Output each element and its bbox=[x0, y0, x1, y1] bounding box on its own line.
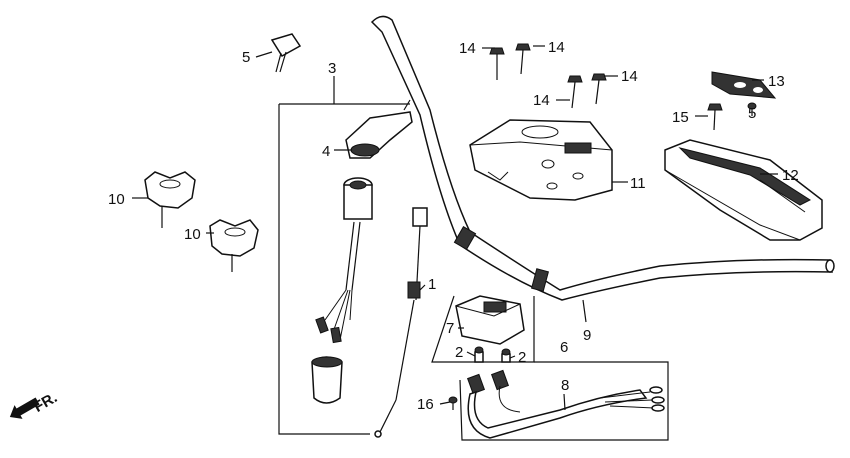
label-part-16: 16 bbox=[417, 396, 434, 413]
label-part-14a: 14 bbox=[459, 40, 476, 57]
label-part-10b: 10 bbox=[184, 226, 201, 243]
label-part-6: 6 bbox=[560, 339, 568, 356]
label-part-2a: 2 bbox=[455, 344, 463, 361]
label-part-14c: 14 bbox=[533, 92, 550, 109]
bolts bbox=[489, 43, 757, 131]
label-part-7: 7 bbox=[446, 320, 454, 337]
screw-16 bbox=[448, 396, 458, 410]
label-part-3: 3 bbox=[328, 60, 336, 77]
label-part-14b: 14 bbox=[548, 39, 565, 56]
ignition-key bbox=[270, 33, 302, 73]
switch-boot bbox=[311, 356, 343, 404]
screw-5b bbox=[747, 102, 757, 116]
leader-lines bbox=[132, 45, 778, 411]
label-part-5a: 5 bbox=[242, 49, 250, 66]
indicator-unit bbox=[455, 295, 525, 345]
front-direction-indicator: FR. bbox=[9, 389, 60, 419]
part-labels: 1 2 2 3 4 5 5 6 7 8 9 10 10 11 12 13 14 … bbox=[108, 39, 799, 413]
ignition-switch bbox=[315, 177, 373, 344]
handlebar-cover bbox=[664, 139, 823, 241]
label-part-12: 12 bbox=[782, 167, 799, 184]
label-part-14d: 14 bbox=[621, 68, 638, 85]
meter-cover bbox=[469, 119, 613, 201]
ignition-switch-group bbox=[278, 76, 410, 435]
bulbs bbox=[474, 346, 511, 363]
label-part-15: 15 bbox=[672, 109, 689, 126]
emblem-plate bbox=[711, 71, 777, 99]
label-part-5b: 5 bbox=[748, 105, 756, 122]
label-part-13: 13 bbox=[768, 73, 785, 90]
label-part-10a: 10 bbox=[108, 191, 125, 208]
label-part-11: 11 bbox=[630, 175, 646, 192]
bolt-14b bbox=[515, 43, 531, 75]
wire-harness bbox=[466, 369, 665, 439]
front-direction-label: FR. bbox=[31, 389, 60, 416]
label-part-1: 1 bbox=[428, 276, 436, 293]
handlebar-holder-upper bbox=[144, 171, 196, 228]
label-part-8: 8 bbox=[561, 377, 569, 394]
handlebar bbox=[370, 15, 835, 301]
switch-bracket bbox=[345, 99, 413, 159]
label-part-9: 9 bbox=[583, 327, 591, 344]
bolt-14c bbox=[567, 75, 583, 109]
choke-cable bbox=[374, 207, 428, 438]
bolt-14a bbox=[489, 47, 505, 80]
handlebar-holder-lower bbox=[209, 219, 259, 272]
bolt-15 bbox=[707, 103, 723, 131]
label-part-2b: 2 bbox=[518, 349, 526, 366]
bolt-14d bbox=[591, 73, 607, 105]
front-arrow-icon bbox=[9, 397, 40, 419]
label-part-4: 4 bbox=[322, 143, 330, 160]
